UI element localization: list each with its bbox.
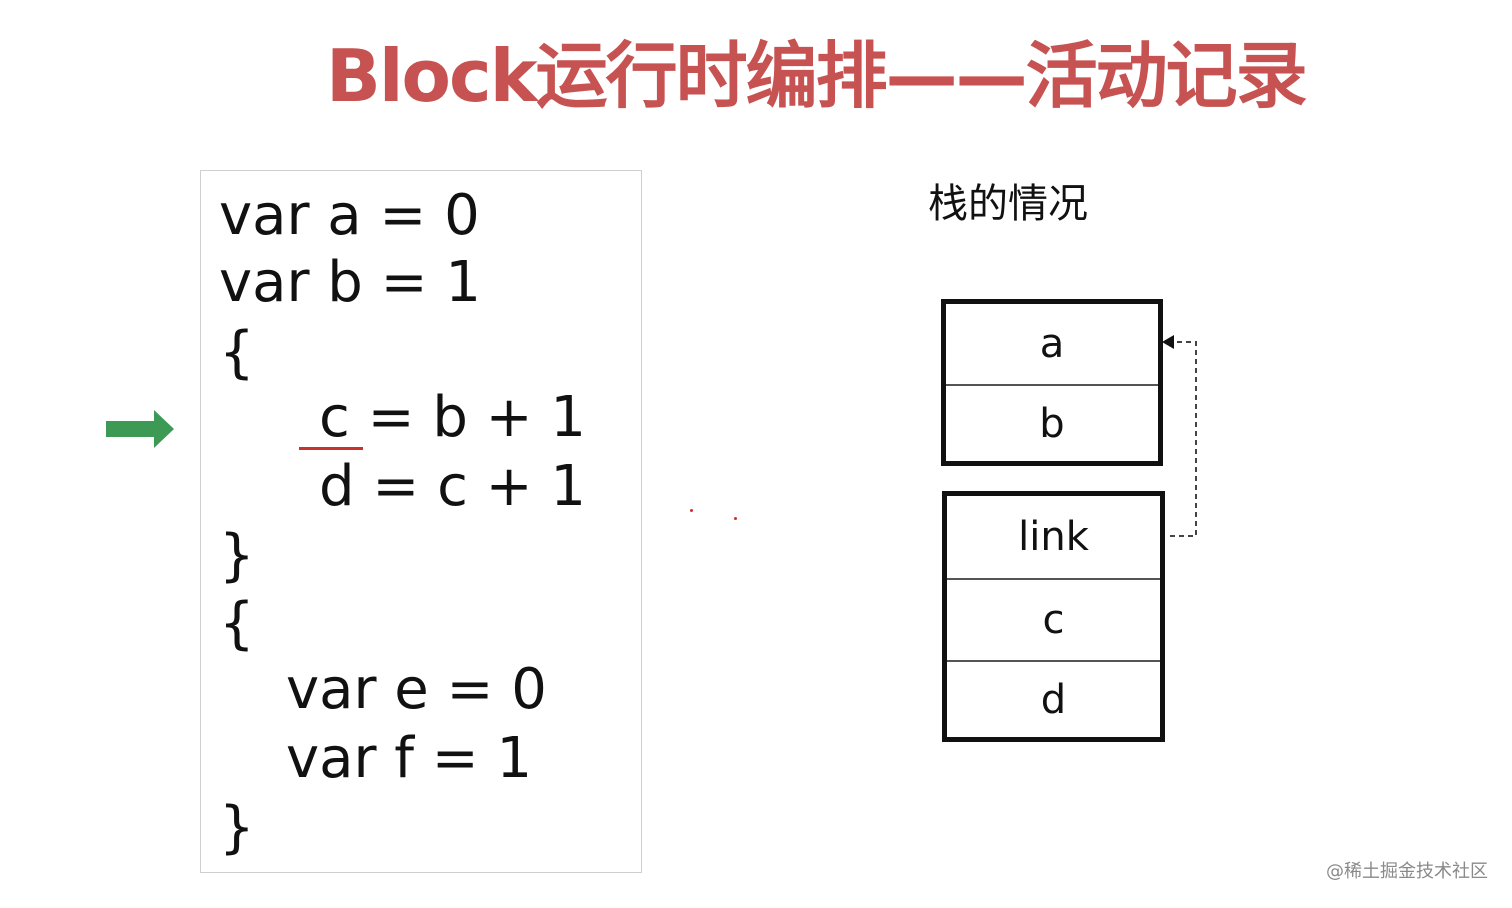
pointer-dot — [734, 517, 737, 520]
current-line-arrow-icon — [106, 410, 174, 448]
slide-title: Block运行时编排——活动记录 — [326, 34, 1308, 118]
code-line: d = c + 1 — [319, 454, 587, 519]
stack-cell-b: b — [946, 384, 1158, 461]
stack-cell-link: link — [1018, 514, 1089, 560]
code-line-current: c = b + 1 — [319, 385, 587, 450]
current-statement-underline — [299, 447, 363, 450]
stack-cell-c: c — [947, 578, 1160, 660]
code-line: } — [219, 795, 255, 860]
pointer-dot — [690, 509, 693, 512]
code-line: { — [219, 591, 255, 656]
stack-cell-a: a — [1039, 321, 1065, 367]
code-line: { — [219, 320, 255, 385]
stack-title: 栈的情况 — [928, 181, 1088, 227]
code-line: var f = 1 — [286, 726, 533, 791]
code-line: var b = 1 — [219, 250, 481, 315]
global-activation-record: a b — [941, 299, 1163, 466]
code-panel: var a = 0 var b = 1 { c = b + 1 d = c + … — [200, 170, 642, 873]
watermark: @稀土掘金技术社区 — [1326, 861, 1488, 882]
code-line: var e = 0 — [286, 657, 547, 722]
code-line: } — [219, 523, 255, 588]
code-line: var a = 0 — [219, 183, 480, 248]
stack-cell-d: d — [947, 660, 1160, 737]
link-pointer-arrow-icon — [1162, 335, 1197, 537]
block-activation-record: link c d — [942, 491, 1165, 742]
